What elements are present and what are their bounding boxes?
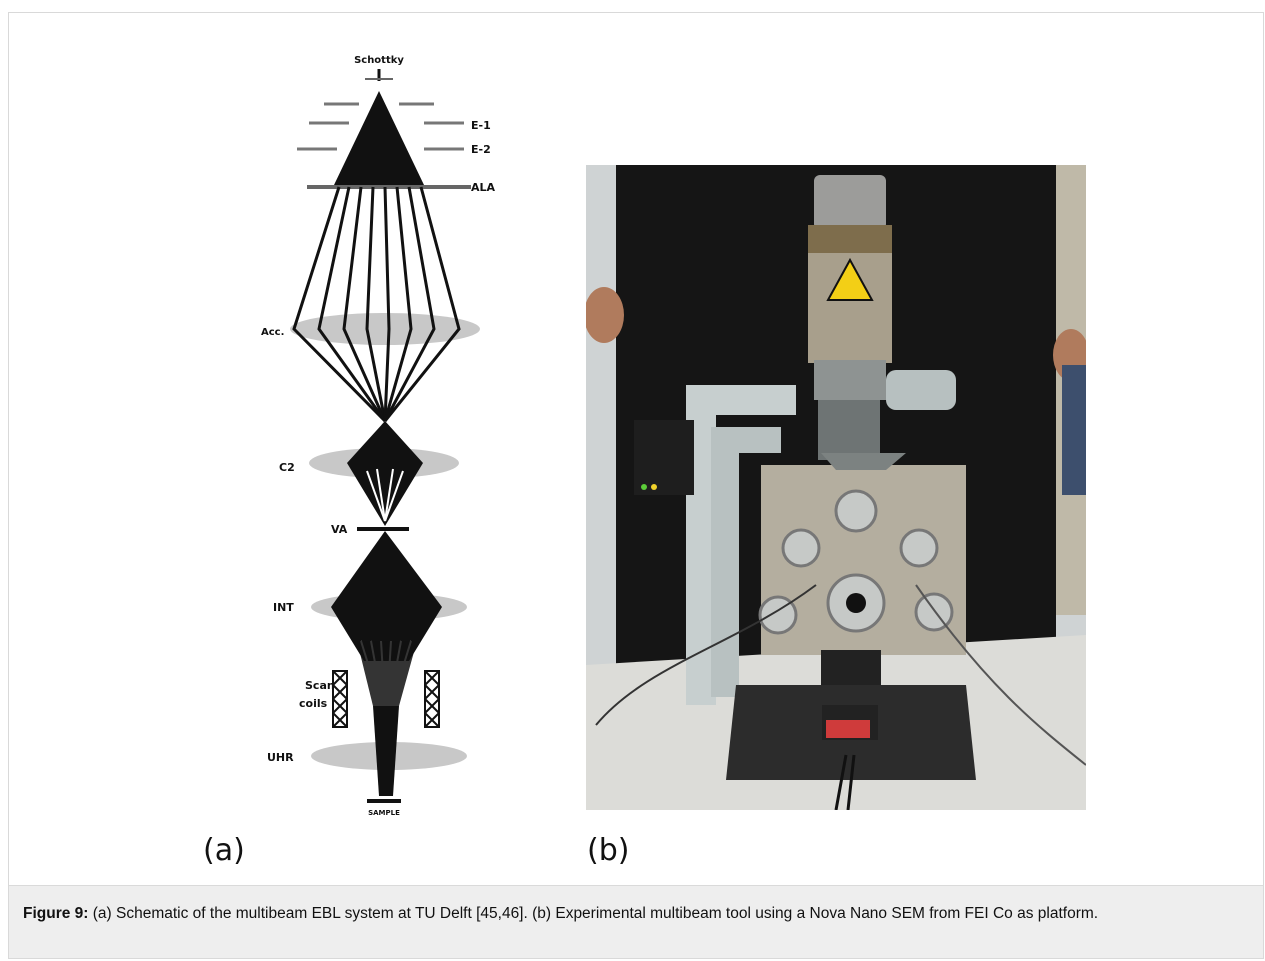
label-va: VA (331, 523, 348, 536)
label-schottky: Schottky (354, 55, 404, 66)
caption-prefix: Figure 9: (23, 905, 89, 922)
label-scan: Scan (305, 679, 335, 692)
label-coils: coils (299, 697, 328, 710)
label-e2: E-2 (471, 143, 491, 156)
panel-a-label: (a) (203, 833, 245, 868)
sem-tool-illustration (586, 165, 1086, 810)
sem-tool-photo (586, 165, 1086, 810)
label-acc: Acc. (261, 327, 284, 338)
panel-b-label: (b) (587, 833, 630, 868)
label-ala: ALA (471, 181, 496, 194)
figure-caption: Figure 9: (a) Schematic of the multibeam… (9, 885, 1263, 958)
caption-text: (a) Schematic of the multibeam EBL syste… (88, 905, 1099, 922)
label-e1: E-1 (471, 119, 491, 132)
label-sample: SAMPLE (368, 809, 400, 817)
multibeam-schematic: Schottky E-1 E-2 ALA Acc. C2 VA INT Scan… (249, 41, 509, 841)
label-int: INT (273, 601, 294, 614)
label-c2: C2 (279, 461, 295, 474)
schematic-diagram: Schottky E-1 E-2 ALA Acc. C2 VA INT Scan… (261, 55, 496, 817)
figure-frame: Schottky E-1 E-2 ALA Acc. C2 VA INT Scan… (8, 12, 1264, 959)
figure-image-area: Schottky E-1 E-2 ALA Acc. C2 VA INT Scan… (9, 13, 1263, 885)
label-uhr: UHR (267, 751, 294, 764)
